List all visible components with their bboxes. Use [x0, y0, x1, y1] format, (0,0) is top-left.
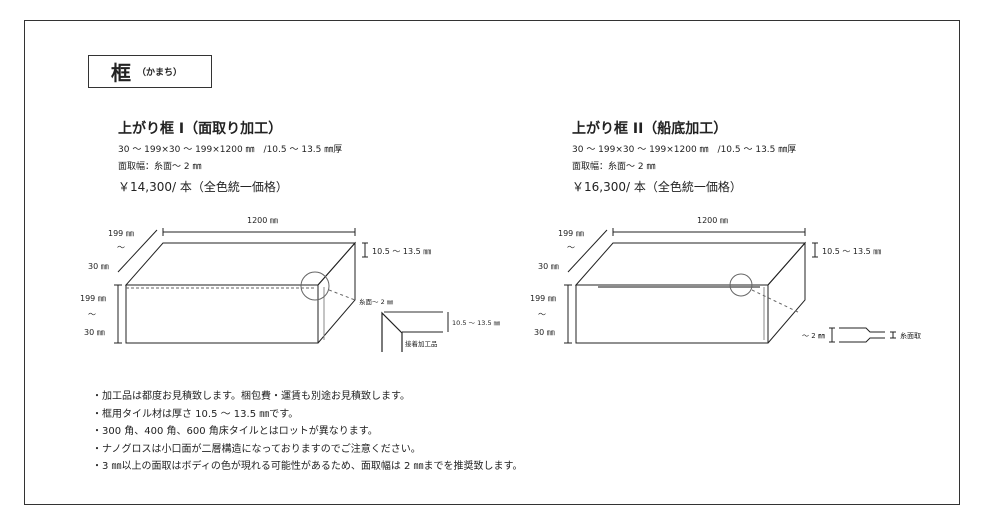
dim-depth-max: 199 ㎜ — [558, 229, 584, 238]
diagram-1: 1200 ㎜ 199 ㎜ ～ 30 ㎜ 199 ㎜ ～ 30 ㎜ 10.5 ～ … — [80, 216, 501, 352]
detail-chamfer: 糸面～ 2 ㎜ — [359, 297, 394, 306]
section-title: 框 （かまち） — [88, 55, 212, 88]
note-item: ・ナノグロスは小口面が二層構造になっておりますのでご注意ください。 — [92, 443, 421, 455]
dim-depth-min: 30 ㎜ — [538, 262, 559, 271]
note-item: ・3 ㎜以上の面取はボディの色が現れる可能性があるため、面取幅は 2 ㎜までを推… — [92, 461, 523, 472]
dim-depth-max: 199 ㎜ — [108, 229, 134, 238]
dim-length: 1200 ㎜ — [697, 216, 728, 225]
product-name: 上がり框 II（船底加工） — [572, 121, 728, 137]
dim-tilde: ～ — [567, 243, 575, 252]
note-item: ・加工品は都度お見積致します。梱包費・運賃も別途お見積致します。 — [92, 391, 410, 402]
detail-thickness: 10.5 ～ 13.5 ㎜ — [452, 319, 501, 327]
dim-height-max: 199 ㎜ — [530, 294, 556, 303]
page-frame — [24, 20, 960, 505]
dim-depth-min: 30 ㎜ — [88, 262, 109, 271]
notes-list: ・加工品は都度お見積致します。梱包費・運賃も別途お見積致します。 ・框用タイル材… — [92, 388, 523, 476]
detail-label: 接着加工品 — [405, 339, 438, 348]
dim-thickness: 10.5 ～ 13.5 ㎜ — [372, 247, 431, 256]
title-reading: （かまち） — [137, 68, 183, 78]
product-price: ￥14,300/ 本（全色統一価格） — [118, 180, 288, 194]
title-kanji: 框 — [111, 61, 131, 85]
dim-height-max: 199 ㎜ — [80, 294, 106, 303]
detail-label: 糸面取 — [900, 331, 921, 340]
dim-tilde: ～ — [117, 243, 125, 252]
dim-thickness: 10.5 ～ 13.5 ㎜ — [822, 247, 881, 256]
product-name: 上がり框 I（面取り加工） — [118, 121, 283, 137]
product-spec: 30 ～ 199×30 ～ 199×1200 ㎜ /10.5 ～ 13.5 ㎜厚 — [572, 145, 797, 155]
block-side-face — [317, 241, 356, 344]
product-chamfer: 面取幅：糸面～ 2 ㎜ — [118, 162, 202, 172]
product-spec: 30 ～ 199×30 ～ 199×1200 ㎜ /10.5 ～ 13.5 ㎜厚 — [118, 145, 343, 155]
note-item: ・300 角、400 角、600 角床タイルとはロットが異なります。 — [92, 426, 378, 437]
dim-tilde: ～ — [88, 310, 96, 319]
dim-length: 1200 ㎜ — [247, 216, 278, 225]
block-front-face — [125, 284, 319, 344]
diagram-2: 1200 ㎜ 199 ㎜ ～ 30 ㎜ 199 ㎜ ～ 30 ㎜ 10.5 ～ … — [530, 216, 921, 344]
dim-tilde: ～ — [538, 310, 546, 319]
detail-chamfer: ～ 2 ㎜ — [802, 332, 825, 340]
product-chamfer: 面取幅：糸面～ 2 ㎜ — [572, 162, 656, 172]
note-item: ・框用タイル材は厚さ 10.5 ～ 13.5 ㎜です。 — [92, 408, 299, 420]
product-price: ￥16,300/ 本（全色統一価格） — [572, 180, 742, 194]
dim-height-min: 30 ㎜ — [534, 328, 555, 337]
detail-circle — [300, 271, 330, 301]
dim-height-min: 30 ㎜ — [84, 328, 105, 337]
block-top-face — [124, 242, 357, 286]
